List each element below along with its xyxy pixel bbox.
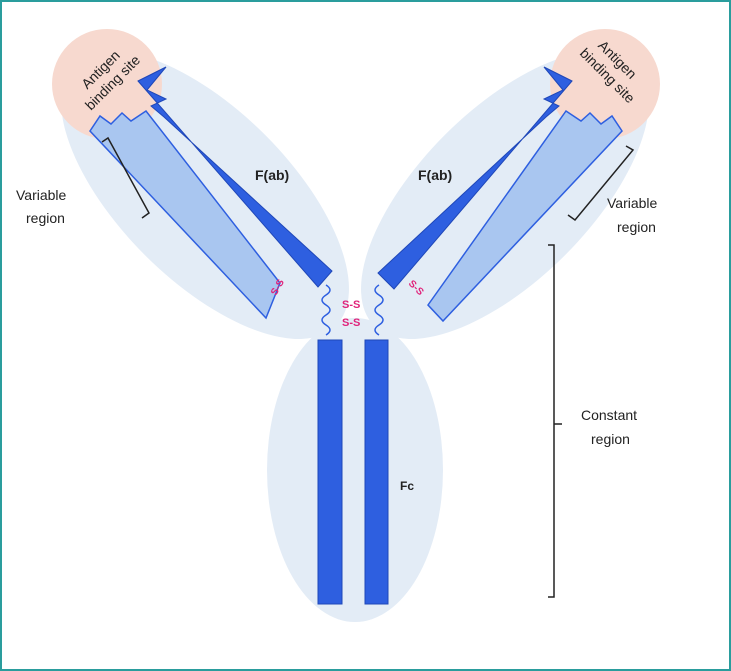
constant-region-label-1: Constant [581, 407, 637, 423]
left-heavy-chain [137, 66, 333, 288]
right-hinge [374, 284, 384, 336]
variable-region-bracket-right [567, 145, 635, 222]
right-heavy-chain [377, 66, 573, 290]
variable-region-label-right-2: region [617, 219, 656, 235]
right-light-chain [427, 109, 623, 323]
fc-right-chain [364, 339, 389, 605]
fab-label-left: F(ab) [255, 167, 289, 183]
right-antigen-site [550, 29, 660, 139]
fc-region [267, 318, 443, 622]
variable-region-label-right-1: Variable [607, 195, 658, 211]
disulfide-hinge-bottom: S-S [342, 317, 360, 329]
left-hinge [321, 284, 331, 336]
left-antigen-site [52, 29, 162, 139]
constant-region-bracket [548, 244, 562, 598]
variable-region-label-left-1: Variable [16, 187, 67, 203]
left-light-chain [89, 109, 281, 320]
fab-label-right: F(ab) [418, 167, 452, 183]
constant-region-label-2: region [591, 431, 630, 447]
variable-region-label-left-2: region [26, 210, 65, 226]
fc-left-chain [317, 339, 343, 605]
fc-label: Fc [400, 479, 414, 493]
variable-region-bracket-left [101, 136, 150, 219]
disulfide-hinge-top: S-S [342, 299, 360, 311]
